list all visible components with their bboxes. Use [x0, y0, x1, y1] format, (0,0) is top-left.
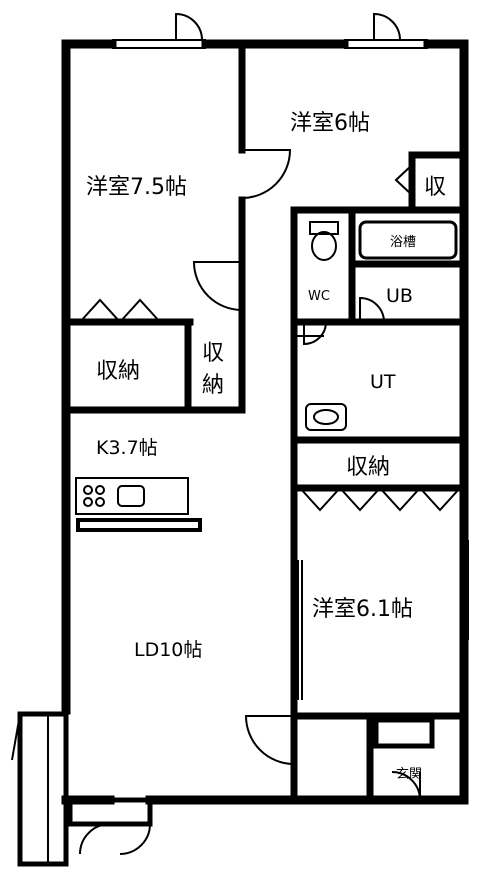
bathtub-icon	[358, 220, 458, 260]
toilet-icon	[309, 221, 339, 261]
label-bathtub: 浴槽	[390, 235, 416, 250]
label-ub: UB	[386, 285, 413, 307]
washbasin-icon	[305, 403, 347, 431]
closet-doors	[79, 164, 461, 512]
label-ut: UT	[370, 371, 396, 393]
label-storage-mid: 収納	[346, 455, 390, 480]
exterior-walls	[61, 39, 469, 805]
windows	[112, 39, 469, 700]
top-door-arcs	[175, 12, 401, 41]
shoe-cabinet	[373, 717, 435, 749]
label-storage-tall-bottom: 納	[202, 373, 224, 398]
label-storage-small: 収	[424, 175, 446, 200]
label-western-room-7-5: 洋室7.5帖	[86, 175, 187, 200]
balcony	[17, 711, 153, 867]
label-kitchen: K3.7帖	[96, 437, 158, 459]
label-storage-left: 収納	[96, 359, 140, 384]
balcony-door-arcs	[11, 713, 151, 855]
label-entrance: 玄関	[396, 767, 422, 782]
label-western-room-6: 洋室6帖	[290, 111, 370, 136]
label-wc: WC	[308, 289, 330, 304]
kitchen-counter-icon	[75, 477, 189, 515]
balcony-inner-lines	[20, 714, 66, 865]
label-western-room-6-1: 洋室6.1帖	[312, 597, 413, 622]
label-living-dining: LD10帖	[134, 639, 202, 661]
kitchen-partition-inner	[80, 522, 198, 528]
label-storage-tall-top: 収	[202, 341, 224, 366]
interior-door-arcs	[192, 149, 421, 801]
interior-walls	[62, 40, 468, 804]
